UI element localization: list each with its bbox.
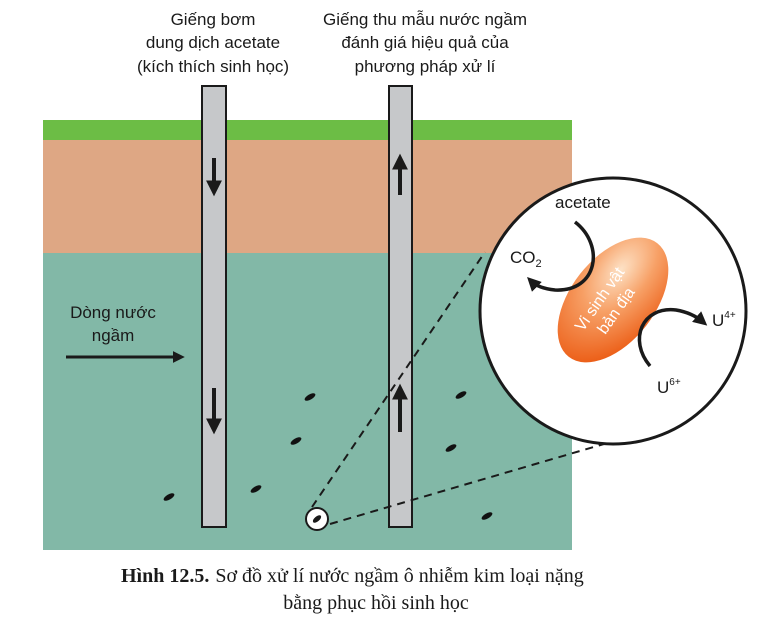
- co2-label-main: CO: [510, 248, 536, 267]
- monitoring-well-label-line3: phương pháp xử lí: [355, 57, 496, 76]
- figure-number: Hình 12.5.: [121, 565, 209, 587]
- grass-layer: [43, 120, 572, 140]
- figure-caption-text: Sơ đồ xử lí nước ngầm ô nhiễm kim loại n…: [215, 565, 583, 587]
- u6-to-u4-arrow: [637, 308, 708, 368]
- u4-label-main: U: [712, 311, 724, 330]
- injection-well-label-line2: dung dịch acetate: [146, 33, 280, 52]
- u4-label-sup: 4+: [724, 310, 736, 321]
- monitoring-well-label-line2: đánh giá hiệu quả của: [341, 33, 509, 52]
- figure-caption-line1: Hình 12.5. Sơ đồ xử lí nước ngầm ô nhiễm …: [121, 565, 584, 587]
- sample-spot: [305, 507, 329, 531]
- groundwater-flow-label-line2: ngầm: [92, 326, 135, 345]
- injection-well-label: Giếng bơm dung dịch acetate (kích thích …: [137, 10, 289, 76]
- u4-label: U4+: [712, 310, 736, 330]
- u6-label: U6+: [657, 377, 681, 397]
- groundwater-flow-label: Dòng nước ngầm: [70, 303, 156, 345]
- monitoring-well-label: Giếng thu mẫu nước ngầm đánh giá hiệu qu…: [323, 10, 527, 76]
- co2-label-sub: 2: [536, 258, 542, 270]
- contaminant-particles: [163, 391, 493, 520]
- figure-caption-line2: bằng phục hồi sinh học: [283, 592, 469, 614]
- monitoring-well: [388, 85, 413, 528]
- injection-well-label-line3: (kích thích sinh học): [137, 57, 289, 76]
- injection-well: [201, 85, 227, 528]
- u6-label-sup: 6+: [669, 377, 681, 388]
- acetate-label: acetate: [555, 193, 611, 212]
- monitoring-well-label-line1: Giếng thu mẫu nước ngầm: [323, 10, 527, 29]
- soil-layer: [43, 140, 572, 253]
- u6-label-main: U: [657, 378, 669, 397]
- groundwater-flow-label-line1: Dòng nước: [70, 303, 156, 322]
- zoom-lines: [311, 251, 646, 525]
- injection-well-label-line1: Giếng bơm: [171, 10, 256, 29]
- acetate-to-co2-arrow: [527, 220, 596, 292]
- magnified-view: [478, 176, 748, 446]
- co2-label: CO2: [510, 248, 542, 270]
